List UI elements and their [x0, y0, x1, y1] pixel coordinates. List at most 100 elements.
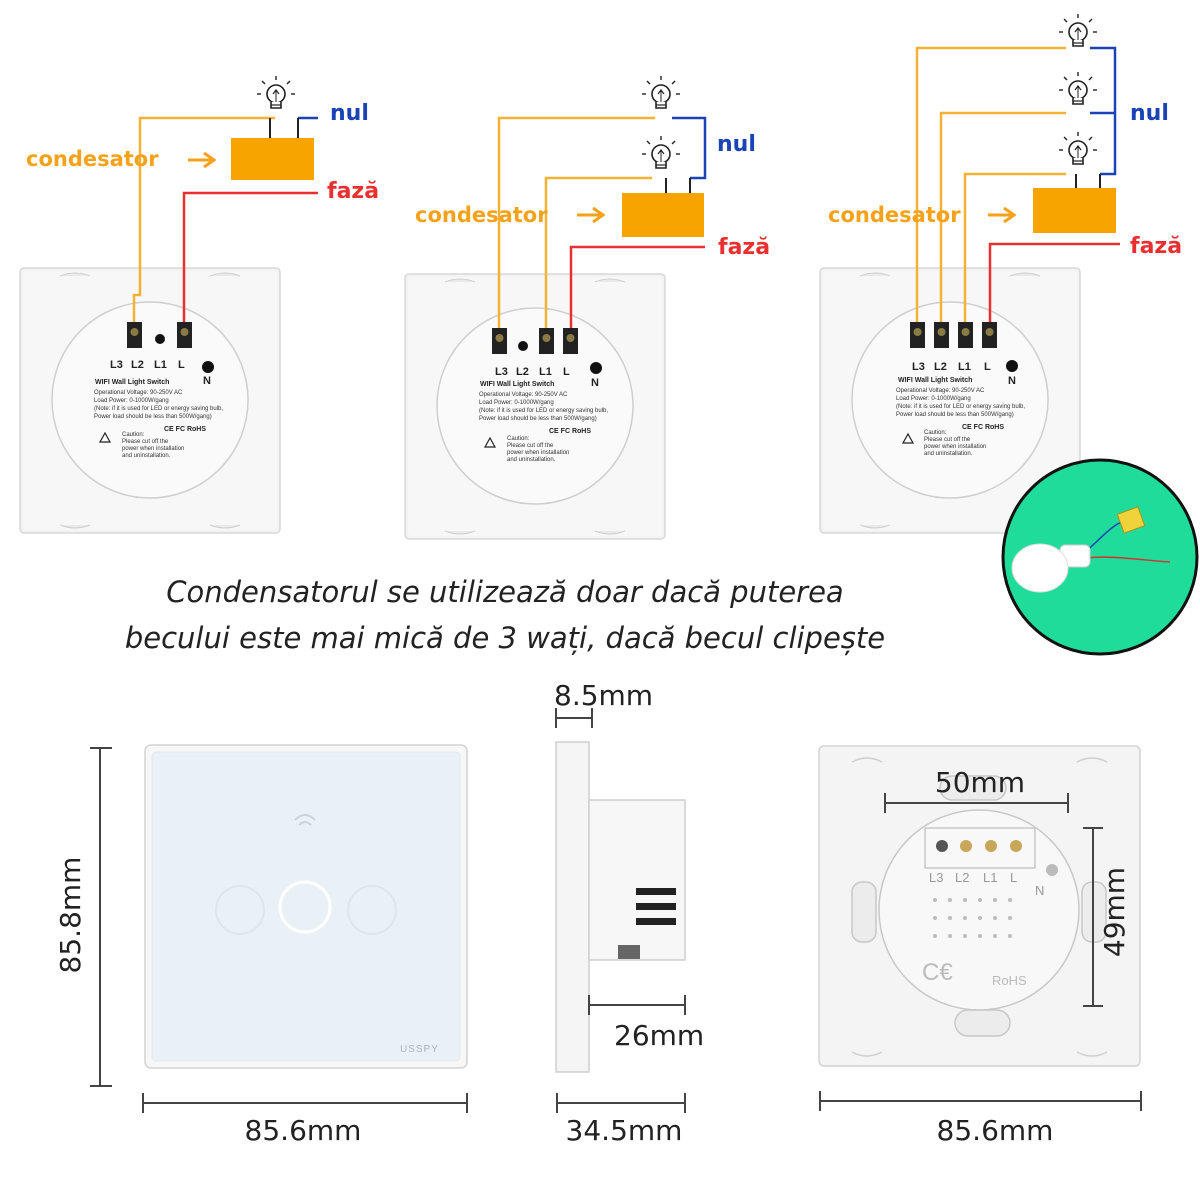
label-line: Power load should be less than 500W/gang… [94, 414, 212, 420]
arrow-icon [188, 151, 217, 169]
lamp-icon [641, 75, 681, 109]
side-view [555, 741, 686, 1073]
terminal-block-2: L3 L2 L1 L N WIFI Wall Light Switch Oper… [479, 328, 608, 463]
lamp-icon [1058, 71, 1098, 105]
label-line: Caution: [924, 430, 947, 436]
caption-line-2: becului este mai mică de 3 wați, dacă be… [124, 621, 886, 655]
touch-key-icon [347, 885, 397, 935]
neutral-label: nul [330, 101, 369, 126]
side-mid-label: 26mm [614, 1019, 704, 1052]
dim-back-holes [884, 793, 1069, 813]
touch-key-icon [215, 885, 265, 935]
terminal-label: L3 [912, 361, 925, 373]
label-line: Caution: [122, 432, 145, 438]
front-view: USSPY [144, 744, 468, 1069]
warning-icon [901, 432, 915, 444]
label-line: Power load should be less than 500W/gang… [896, 412, 1014, 418]
label-line: and uninstallation. [122, 453, 171, 459]
dim-back-height [1083, 827, 1103, 1007]
warning-icon [98, 431, 112, 443]
dim-back-width [819, 1091, 1142, 1111]
front-height-label: 85.8mm [54, 857, 87, 974]
label-title: WIFI Wall Light Switch [480, 381, 554, 388]
capacitor-label: condesator [828, 203, 961, 227]
capacitor-label: condesator [415, 203, 548, 227]
label-line: Please cut off the [507, 443, 554, 449]
terminal-label: L2 [516, 366, 529, 378]
capacitor-label: condesator [26, 147, 159, 171]
terminal-label: L1 [983, 870, 997, 885]
neutral-label: nul [1130, 101, 1169, 126]
label-line: Operational Voltage: 90-250V AC [94, 390, 183, 396]
terminal-block-1: L3 L2 L1 L N WIFI Wall Light Switch Oper… [94, 322, 223, 459]
terminal-label: L [178, 359, 185, 371]
wires-1 [132, 116, 318, 322]
label-line: Please cut off the [122, 439, 169, 445]
terminal-label: L3 [110, 359, 123, 371]
label-line: (Note: if it is used for LED or energy s… [479, 408, 608, 414]
front-width-label: 85.6mm [245, 1114, 362, 1147]
terminal-block-3: L3 L2 L1 L N WIFI Wall Light Switch Oper… [896, 322, 1025, 457]
terminal-label: L2 [934, 361, 947, 373]
terminal-label: L [1010, 870, 1017, 885]
phase-label: fază [1130, 234, 1182, 259]
back-width-label: 85.6mm [937, 1114, 1054, 1147]
label-line: Power load should be less than 500W/gang… [479, 416, 597, 422]
terminal-label: L1 [154, 359, 167, 371]
lamp-icon [641, 135, 681, 169]
terminal-label: N [203, 375, 211, 387]
wifi-icon [294, 814, 316, 826]
label-title: WIFI Wall Light Switch [898, 377, 972, 384]
label-line: power when installation [122, 446, 184, 452]
terminal-label: L3 [929, 870, 943, 885]
phase-label: fază [327, 179, 379, 204]
terminal-label: N [591, 377, 599, 389]
brand-logo: USSPY [400, 1044, 439, 1055]
caption-line-1: Condensatorul se utilizează doar dacă pu… [166, 575, 844, 609]
arrow-icon [988, 206, 1017, 224]
label-line: Load Power: 0-1000W/gang [896, 396, 971, 402]
wires-3 [915, 46, 1120, 322]
capacitor-bulb-photo [1001, 458, 1199, 656]
cert-marks: CE FC RoHS [164, 426, 206, 433]
warning-icon [483, 436, 497, 448]
terminal-label: L [984, 361, 991, 373]
dim-front-width [142, 1093, 468, 1113]
terminal-label: L [563, 366, 570, 378]
cert-marks: CE FC RoHS [549, 428, 591, 435]
side-top-label: 8.5mm [554, 679, 653, 712]
neutral-label: nul [717, 132, 756, 157]
dim-front-height [90, 747, 112, 1087]
label-line: power when installation [507, 450, 569, 456]
terminal-label: L2 [131, 359, 144, 371]
dim-side-top [555, 708, 593, 728]
label-line: Operational Voltage: 90-250V AC [896, 388, 985, 394]
cert-marks: CE FC RoHS [962, 424, 1004, 431]
dim-side-total [556, 1093, 686, 1113]
label-title: WIFI Wall Light Switch [95, 379, 169, 386]
phase-label: fază [718, 235, 770, 260]
label-line: Please cut off the [924, 437, 971, 443]
lamp-icon [1058, 131, 1098, 165]
terminal-label: L1 [958, 361, 971, 373]
label-line: Load Power: 0-1000W/gang [94, 398, 169, 404]
lamp-icon [256, 75, 296, 109]
terminal-label: L1 [539, 366, 552, 378]
wires-2 [497, 116, 707, 328]
switch-back-2gang [404, 273, 666, 540]
lamp-icon [1058, 13, 1098, 47]
terminal-label: L2 [955, 870, 969, 885]
label-line: and uninstallation. [507, 457, 556, 463]
label-line: (Note: if it is used for LED or energy s… [94, 406, 223, 412]
label-line: Operational Voltage: 90-250V AC [479, 392, 568, 398]
terminal-label: N [1035, 883, 1044, 898]
touch-key-icon [278, 880, 332, 934]
back-holes-label: 50mm [935, 766, 1025, 799]
side-total-label: 34.5mm [566, 1114, 683, 1147]
rohs-mark: RoHS [992, 973, 1027, 988]
terminal-label: L3 [495, 366, 508, 378]
label-line: power when installation [924, 444, 986, 450]
arrow-icon [577, 206, 606, 224]
terminal-label: N [1008, 375, 1016, 387]
